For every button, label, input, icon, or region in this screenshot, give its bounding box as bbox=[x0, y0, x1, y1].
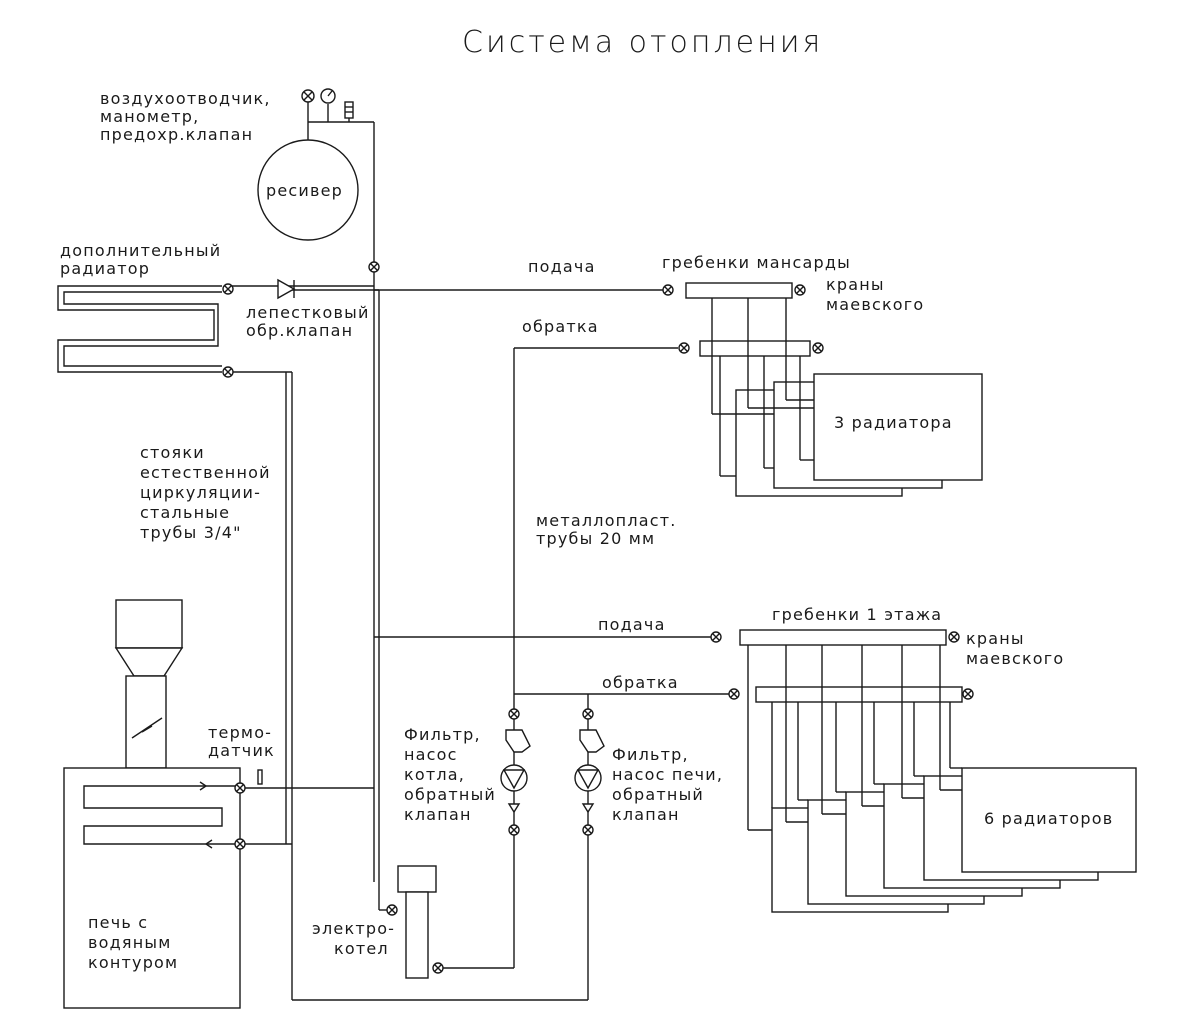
cranes-bottom-label-1: краны bbox=[966, 629, 1025, 648]
check-valve-icon bbox=[507, 803, 521, 814]
risers-label-1: стояки bbox=[140, 443, 205, 462]
receiver-label: ресивер bbox=[266, 181, 343, 200]
air-vent-label-2: манометр, bbox=[100, 107, 199, 126]
filter-icon bbox=[579, 729, 605, 753]
boiler-pump-line bbox=[440, 712, 515, 969]
cranes-top-label-1: краны bbox=[826, 275, 885, 294]
risers-label-4: стальные bbox=[140, 503, 230, 522]
valve-icon bbox=[678, 342, 690, 354]
manifold-attic-label: гребенки мансарды bbox=[662, 253, 851, 272]
floor1-return-manifold bbox=[755, 686, 963, 703]
manometer-icon bbox=[320, 88, 336, 104]
stove-chimney bbox=[114, 599, 184, 769]
attic-return-manifold bbox=[699, 340, 811, 357]
risers-label-3: циркуляции- bbox=[140, 483, 261, 502]
valve-icon bbox=[432, 962, 444, 974]
petal-valve-label-1: лепестковый bbox=[246, 303, 370, 322]
receiver: ресивер bbox=[257, 102, 374, 241]
mayevsky-valve-icon bbox=[948, 631, 960, 643]
petal-valve-label-2: обр.клапан bbox=[246, 321, 353, 340]
electric-boiler-label-2: котел bbox=[334, 939, 389, 958]
boiler-pump-label-1: Фильтр, bbox=[404, 725, 481, 744]
pump-icon bbox=[574, 764, 602, 792]
risers-label-5: трубы 3/4" bbox=[140, 523, 242, 542]
metal-pipes-label-1: металлопласт. bbox=[536, 511, 677, 530]
filter-icon bbox=[505, 729, 531, 753]
radiator-valve-icon bbox=[222, 366, 234, 378]
stove-pump-label-4: клапан bbox=[612, 805, 680, 824]
electric-boiler-label-1: электро- bbox=[312, 919, 395, 938]
stove-pump-label-3: обратный bbox=[612, 785, 704, 804]
air-vent-icon bbox=[301, 89, 315, 103]
rad3-label: 3 радиатора bbox=[834, 413, 953, 432]
attic-radiators bbox=[711, 298, 983, 497]
radiator-valve-icon bbox=[222, 283, 234, 295]
air-vent-label-3: предохр.клапан bbox=[100, 125, 253, 144]
stove-pump-label-2: насос печи, bbox=[612, 765, 723, 784]
risers-label-2: естественной bbox=[140, 463, 271, 482]
valve-icon bbox=[662, 284, 674, 296]
valve-icon bbox=[582, 824, 594, 836]
valve-icon bbox=[508, 708, 520, 720]
diagram-title: Система отопления bbox=[462, 25, 823, 60]
valve-icon bbox=[582, 708, 594, 720]
supply-bottom-label: подача bbox=[598, 615, 666, 634]
stove-label-2: водяным bbox=[88, 933, 171, 952]
cranes-top-label-2: маевского bbox=[826, 295, 924, 314]
floor1-radiators bbox=[747, 645, 1137, 913]
manifold-floor1-label: гребенки 1 этажа bbox=[772, 605, 942, 624]
mayevsky-valve-icon bbox=[962, 688, 974, 700]
cranes-bottom-label-2: маевского bbox=[966, 649, 1064, 668]
check-valve-icon bbox=[581, 803, 595, 814]
mayevsky-valve-icon bbox=[794, 284, 806, 296]
additional-radiator bbox=[57, 285, 222, 373]
extra-radiator-label-2: радиатор bbox=[60, 259, 150, 278]
main-risers bbox=[228, 122, 716, 1001]
attic-supply-manifold bbox=[685, 282, 793, 299]
boiler-pump-label-5: клапан bbox=[404, 805, 472, 824]
stove-pump-label-1: Фильтр, bbox=[612, 745, 689, 764]
thermo-sensor-icon bbox=[257, 769, 263, 785]
mayevsky-valve-icon bbox=[812, 342, 824, 354]
riser-valve-icon bbox=[368, 261, 380, 273]
boiler-pump-label-4: обратный bbox=[404, 785, 496, 804]
electric-boiler bbox=[397, 865, 437, 979]
return-top-label: обратка bbox=[522, 317, 599, 336]
valve-icon bbox=[508, 824, 520, 836]
valve-icon bbox=[234, 838, 246, 850]
check-valve-icon bbox=[277, 278, 296, 300]
safety-valve-icon bbox=[344, 101, 354, 119]
valve-icon bbox=[386, 904, 398, 916]
thermo-label-1: термо- bbox=[208, 723, 272, 742]
floor1-supply-manifold bbox=[739, 629, 947, 646]
thermo-label-2: датчик bbox=[208, 741, 275, 760]
valve-icon bbox=[234, 782, 246, 794]
boiler-pump-label-2: насос bbox=[404, 745, 458, 764]
metal-pipes-label-2: трубы 20 мм bbox=[536, 529, 655, 548]
stove-label-3: контуром bbox=[88, 953, 178, 972]
valve-icon bbox=[728, 688, 740, 700]
supply-top-label: подача bbox=[528, 257, 596, 276]
return-bottom-label: обратка bbox=[602, 673, 679, 692]
extra-radiator-label-1: дополнительный bbox=[60, 241, 221, 260]
air-vent-label-1: воздухоотводчик, bbox=[100, 89, 271, 108]
pump-icon bbox=[500, 764, 528, 792]
rad6-label: 6 радиаторов bbox=[984, 809, 1113, 828]
stove-label-1: печь с bbox=[88, 913, 148, 932]
stove-body bbox=[63, 767, 241, 1009]
boiler-pump-label-3: котла, bbox=[404, 765, 465, 784]
valve-icon bbox=[710, 631, 722, 643]
